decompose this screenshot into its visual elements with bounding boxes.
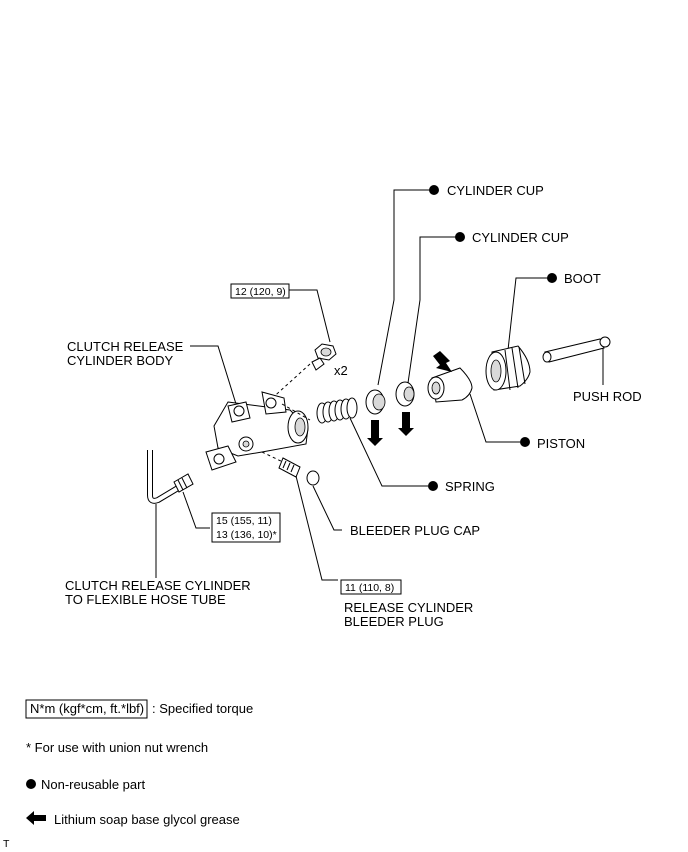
bolt: 12 (120, 9) x2: [230, 283, 348, 403]
legend: N*m (kgf*cm, ft.*lbf) : Specified torque…: [25, 699, 253, 827]
label-spring: SPRING: [445, 479, 495, 494]
legend-union-note: * For use with union nut wrench: [26, 740, 208, 755]
clutch-release-cylinder-body: CLUTCH RELEASE CYLINDER BODY: [67, 339, 311, 471]
grease-arrow-icon: [433, 351, 452, 372]
clutch-release-cylinder-to-flexible-hose-tube: 15 (155, 11) 13 (136, 10)* CLUTCH RELEAS…: [65, 450, 281, 607]
non-reusable-bullet-icon: [455, 232, 465, 242]
label-body-line2: CYLINDER BODY: [67, 353, 174, 368]
legend-torque-units: N*m (kgf*cm, ft.*lbf): [30, 701, 144, 716]
bleeder-plug-cap: BLEEDER PLUG CAP: [306, 470, 480, 538]
label-boot: BOOT: [564, 271, 601, 286]
label-cylinder-cup-1: CYLINDER CUP: [447, 183, 544, 198]
label-bleeder-plug-line1: RELEASE CYLINDER: [344, 600, 473, 615]
legend-non-reusable-bullet-icon: [26, 779, 36, 789]
torque-tube-2: 13 (136, 10)*: [216, 529, 277, 541]
torque-bolt: 12 (120, 9): [235, 286, 286, 298]
grease-arrow-icon: [398, 412, 414, 436]
non-reusable-bullet-icon: [547, 273, 557, 283]
label-tube-line2: TO FLEXIBLE HOSE TUBE: [65, 592, 226, 607]
legend-torque-text: : Specified torque: [152, 701, 253, 716]
label-piston: PISTON: [537, 436, 585, 451]
corner-mark: T: [3, 838, 10, 850]
cylinder-cup-2: CYLINDER CUP: [395, 230, 569, 436]
torque-tube-1: 15 (155, 11): [216, 515, 272, 527]
legend-grease-arrow-icon: [26, 811, 46, 825]
label-body-line1: CLUTCH RELEASE: [67, 339, 184, 354]
torque-box-bleeder: [340, 579, 402, 595]
torque-bleeder: 11 (110, 8): [345, 582, 394, 594]
legend-torque-box: [25, 699, 148, 719]
release-cylinder-bleeder-plug: 11 (110, 8) RELEASE CYLINDER BLEEDER PLU…: [261, 451, 473, 629]
torque-box-tube: [211, 512, 281, 543]
spring: SPRING: [316, 397, 495, 494]
torque-box-bolt: [230, 283, 290, 299]
boot: BOOT: [485, 271, 601, 391]
label-tube-line1: CLUTCH RELEASE CYLINDER: [65, 578, 251, 593]
non-reusable-bullet-icon: [520, 437, 530, 447]
label-cylinder-cup-2: CYLINDER CUP: [472, 230, 569, 245]
legend-non-reusable: Non-reusable part: [41, 777, 145, 792]
quantity-label: x2: [334, 363, 348, 378]
legend-grease: Lithium soap base glycol grease: [54, 812, 240, 827]
label-push-rod: PUSH ROD: [573, 389, 642, 404]
grease-arrow-icon: [367, 420, 383, 446]
label-bleeder-plug-line2: BLEEDER PLUG: [344, 614, 444, 629]
non-reusable-bullet-icon: [429, 185, 439, 195]
piston: PISTON: [427, 351, 585, 451]
non-reusable-bullet-icon: [428, 481, 438, 491]
cylinder-cup-1: CYLINDER CUP: [365, 183, 544, 446]
label-bleeder-plug-cap: BLEEDER PLUG CAP: [350, 523, 480, 538]
push-rod: PUSH ROD: [542, 336, 642, 404]
